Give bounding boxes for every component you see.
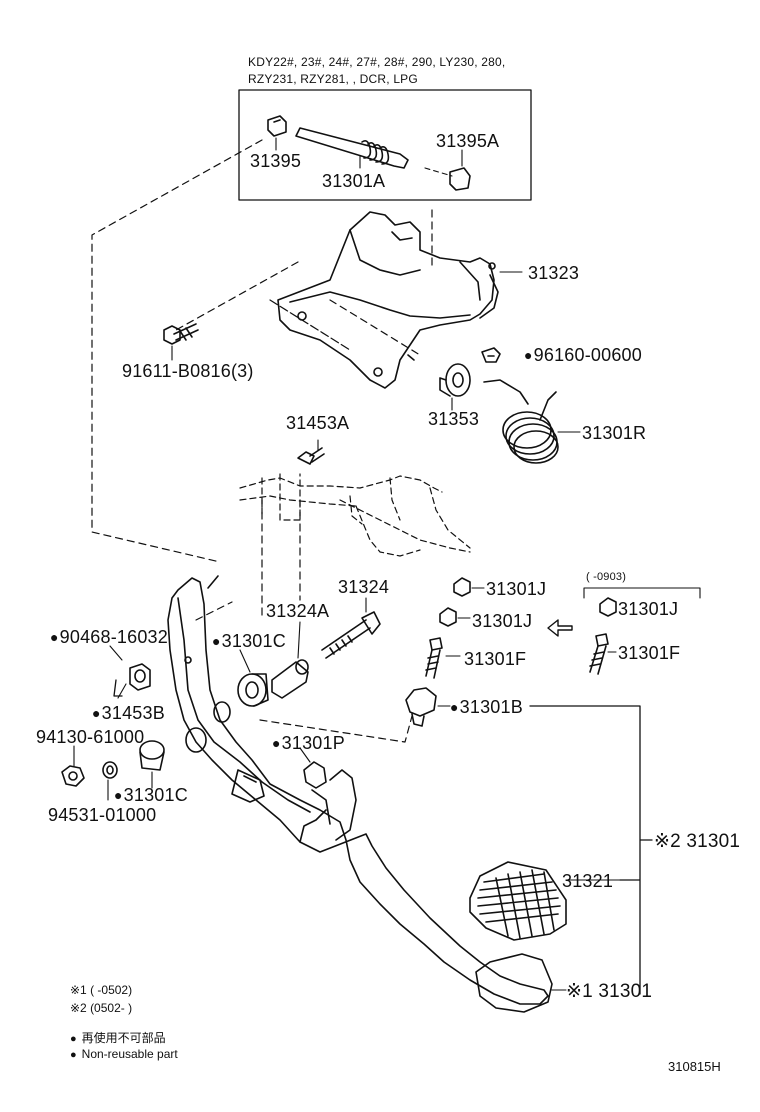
part-label-31453B[interactable]: 31453B	[92, 704, 165, 722]
part-31301B-stopper	[405, 687, 437, 727]
part-label-31323[interactable]: 31323	[528, 263, 580, 283]
part-label-31324A[interactable]: 31324A	[266, 601, 330, 621]
part-label-31395[interactable]: 31395	[250, 151, 302, 171]
part-label-31301-ref1[interactable]: ※1 31301	[566, 981, 653, 1002]
inset-box	[238, 89, 532, 201]
part-31301J-nut-2	[439, 607, 457, 627]
applicability-line-2: RZY231, RZY281, , DCR, LPG	[248, 72, 418, 86]
part-31301A	[295, 127, 409, 169]
part-31353	[439, 363, 471, 397]
part-label-94531[interactable]: 94531-01000	[48, 805, 157, 825]
part-31301F-bolt-1	[425, 637, 443, 679]
part-label-31301J-2[interactable]: 31301J	[472, 611, 533, 631]
part-label-94130[interactable]: 94130-61000	[36, 727, 145, 747]
non-reusable-dot-icon: ●	[70, 1049, 77, 1061]
applicability-line-1: KDY22#, 23#, 24#, 27#, 28#, 290, LY230, …	[248, 55, 506, 69]
part-31453A-bolt	[297, 447, 325, 465]
master-cylinder-phantom	[239, 473, 471, 557]
part-31324-bolt	[321, 611, 381, 659]
part-31301C-lower	[139, 740, 165, 771]
part-label-31301F-2[interactable]: 31301F	[618, 643, 681, 663]
part-31301P	[303, 761, 327, 789]
part-label-31301R[interactable]: 31301R	[582, 423, 647, 443]
part-label-90468[interactable]: 90468-16032	[50, 628, 168, 646]
part-94531-washer	[102, 761, 118, 779]
legend-japanese: ●再使用不可部品	[70, 1031, 166, 1045]
footnote-ref2: ※2 (0502- )	[70, 1001, 133, 1015]
arrow-alternate	[547, 619, 573, 637]
part-31321-pedal-pad	[469, 861, 567, 941]
part-label-91611[interactable]: 91611-B0816(3)	[122, 361, 254, 381]
part-label-96160[interactable]: 96160-00600	[524, 346, 642, 364]
part-91611-bolt	[163, 323, 199, 345]
date-range-label: ( -0903)	[586, 571, 627, 583]
footnote-ref1: ※1 ( -0502)	[70, 983, 133, 997]
part-31301-pedal-arm	[167, 575, 549, 1005]
part-31324A-collar	[271, 659, 309, 699]
part-label-31321[interactable]: 31321	[562, 871, 614, 891]
part-label-31301J-1[interactable]: 31301J	[486, 579, 547, 599]
part-31453B	[129, 663, 151, 691]
pedal-foot-pad	[475, 953, 553, 1013]
part-label-31301P[interactable]: 31301P	[272, 734, 345, 752]
figure-code: 310815H	[668, 1059, 721, 1074]
legend-english: ●Non-reusable part	[70, 1047, 178, 1061]
part-31395	[267, 115, 287, 137]
part-label-31453A[interactable]: 31453A	[286, 413, 350, 433]
part-label-31301-ref2[interactable]: ※2 31301	[654, 831, 741, 852]
part-label-31353[interactable]: 31353	[428, 409, 480, 429]
part-31301C-upper	[237, 673, 269, 707]
part-31323	[277, 211, 499, 389]
part-31395A	[449, 167, 471, 191]
part-31301J-nut-1	[453, 577, 471, 597]
part-31301J-nut-3	[599, 597, 617, 617]
part-31301F-bolt-2	[589, 633, 609, 675]
part-label-31324[interactable]: 31324	[338, 577, 390, 597]
part-label-31301J-3[interactable]: 31301J	[618, 599, 679, 619]
part-label-31301F-1[interactable]: 31301F	[464, 649, 527, 669]
assembly-bracket	[529, 705, 653, 995]
part-96160-clip	[481, 347, 501, 363]
part-label-31301C-lower[interactable]: 31301C	[114, 786, 188, 804]
part-label-31395A[interactable]: 31395A	[436, 131, 500, 151]
part-31301R-spring	[483, 379, 559, 464]
part-label-31301B[interactable]: 31301B	[450, 698, 523, 716]
part-label-31301C-upper[interactable]: 31301C	[212, 632, 286, 650]
non-reusable-dot-icon: ●	[70, 1033, 77, 1045]
part-label-31301A[interactable]: 31301A	[322, 171, 386, 191]
part-94130-nut	[61, 765, 85, 787]
